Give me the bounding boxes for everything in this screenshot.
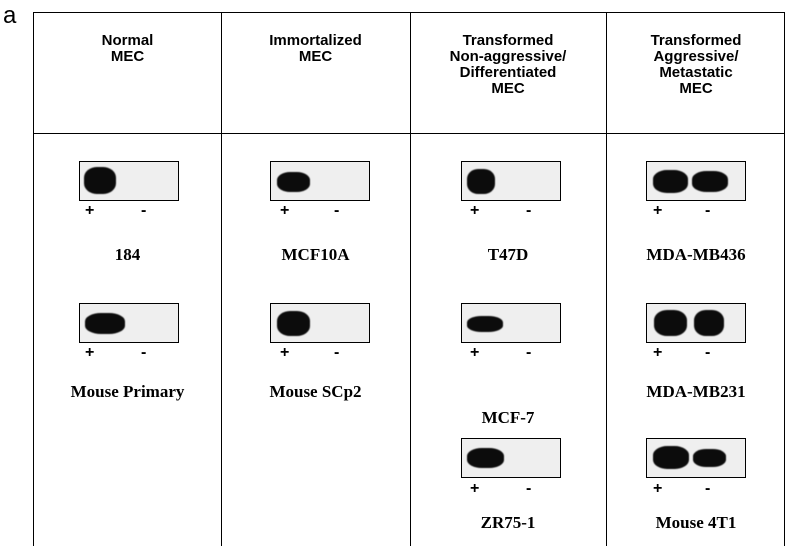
western-blot <box>270 161 370 201</box>
lane-sign-minus: - <box>705 480 711 497</box>
cell-line-label: Mouse Primary <box>70 382 185 401</box>
column-divider <box>221 13 222 546</box>
cell-line-label: 184 <box>114 245 141 264</box>
western-blot <box>461 438 561 478</box>
column-divider <box>606 13 607 546</box>
western-blot <box>79 161 179 201</box>
lane-sign-plus: + <box>470 202 480 219</box>
blot-band-plus <box>467 169 495 194</box>
blot-band-plus <box>277 311 310 336</box>
lane-sign-minus: - <box>526 202 532 219</box>
lane-sign-plus: + <box>653 202 663 219</box>
column-header-normal: Normal MEC <box>101 32 154 65</box>
cell-line-label: ZR75-1 <box>480 513 536 532</box>
lane-sign-plus: + <box>85 344 95 361</box>
blot-band-minus <box>694 310 724 336</box>
blot-band-plus <box>467 448 504 468</box>
western-blot <box>646 161 746 201</box>
cell-line-label: MCF10A <box>281 245 350 264</box>
lane-sign-minus: - <box>334 344 340 361</box>
lane-sign-plus: + <box>470 480 480 497</box>
blot-band-plus <box>277 172 310 192</box>
blot-band-minus <box>692 171 728 192</box>
lane-sign-minus: - <box>705 202 711 219</box>
lane-sign-plus: + <box>653 480 663 497</box>
lane-sign-minus: - <box>141 202 147 219</box>
cell-line-label: MDA-MB231 <box>646 382 746 401</box>
blot-band-plus <box>84 167 116 194</box>
lane-sign-plus: + <box>280 202 290 219</box>
lane-sign-plus: + <box>280 344 290 361</box>
blot-band-plus <box>653 170 688 193</box>
column-header-non-aggressive: Transformed Non-aggressive/ Differentiat… <box>449 32 567 97</box>
blot-band-plus <box>85 313 125 334</box>
western-blot <box>461 161 561 201</box>
lane-sign-minus: - <box>526 480 532 497</box>
cell-line-label: MDA-MB436 <box>646 245 746 264</box>
lane-sign-minus: - <box>705 344 711 361</box>
blot-band-plus <box>654 310 687 336</box>
western-blot <box>646 303 746 343</box>
lane-sign-plus: + <box>653 344 663 361</box>
cell-line-label: MCF-7 <box>481 408 535 427</box>
cell-line-label: T47D <box>487 245 529 264</box>
blot-band-plus <box>653 446 689 469</box>
blot-band-plus <box>467 316 503 332</box>
header-divider <box>34 133 784 134</box>
lane-sign-plus: + <box>85 202 95 219</box>
cell-line-label: Mouse 4T1 <box>655 513 737 532</box>
column-divider <box>410 13 411 546</box>
lane-sign-minus: - <box>141 344 147 361</box>
lane-sign-minus: - <box>526 344 532 361</box>
cell-line-label: Mouse SCp2 <box>269 382 362 401</box>
western-blot <box>646 438 746 478</box>
blot-summary-table: Normal MEC Immortalized MEC Transformed … <box>33 12 785 546</box>
western-blot <box>270 303 370 343</box>
lane-sign-minus: - <box>334 202 340 219</box>
lane-sign-plus: + <box>470 344 480 361</box>
column-header-immortalized: Immortalized MEC <box>269 32 362 65</box>
panel-label: a <box>3 2 17 29</box>
column-header-aggressive: Transformed Aggressive/ Metastatic MEC <box>650 32 742 97</box>
western-blot <box>461 303 561 343</box>
western-blot <box>79 303 179 343</box>
blot-band-minus <box>693 449 726 467</box>
